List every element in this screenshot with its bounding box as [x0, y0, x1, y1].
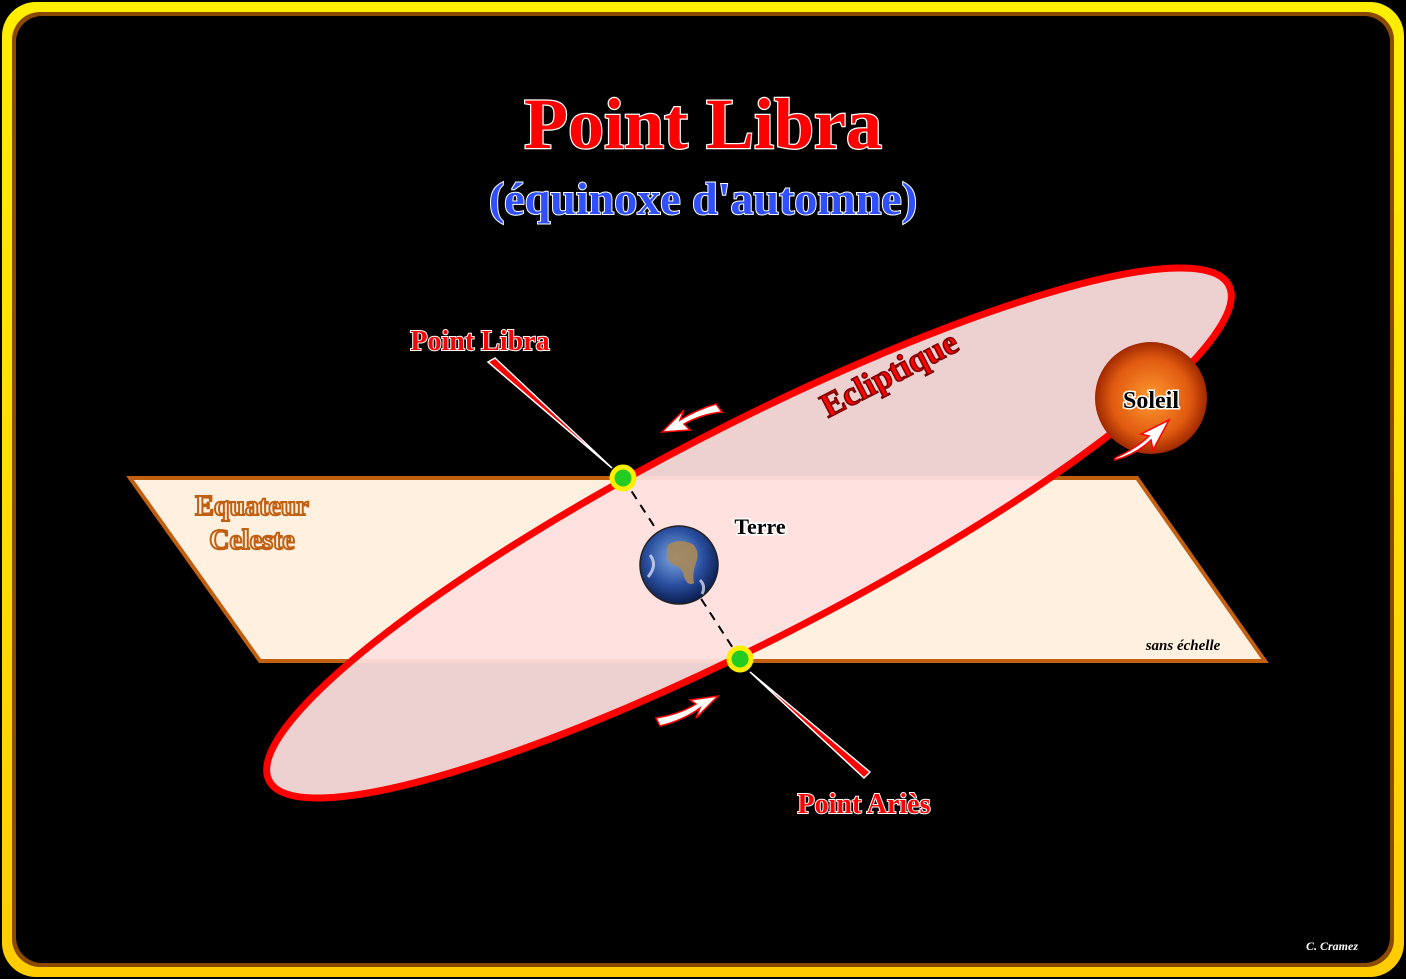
equator-label-line2: Celeste	[209, 525, 295, 556]
sun-label: Soleil	[1123, 388, 1179, 414]
point-libra-label: Point Libra	[410, 326, 549, 357]
point-aries-pointer	[749, 671, 872, 780]
sun	[1095, 342, 1207, 454]
point-libra-pointer	[486, 357, 613, 469]
point-aries-label: Point Ariès	[798, 789, 931, 820]
title: Point Libra	[524, 84, 882, 164]
earth-label: Terre	[734, 514, 786, 539]
scale-note: sans échelle	[1145, 638, 1221, 654]
equinox-line	[622, 477, 741, 660]
equator-label-line1: Equateur	[195, 491, 309, 522]
motion-arrow-icon	[660, 403, 724, 433]
sun-motion-arrow-icon	[1114, 418, 1171, 461]
point-libra-marker	[609, 464, 637, 492]
earth	[639, 525, 719, 605]
credit: C. Cramez	[1306, 939, 1358, 953]
subtitle: (équinoxe d'automne)	[489, 173, 917, 224]
ecliptic-orbit	[263, 264, 1235, 802]
point-aries-marker	[726, 645, 754, 673]
motion-arrow-icon	[654, 694, 721, 727]
